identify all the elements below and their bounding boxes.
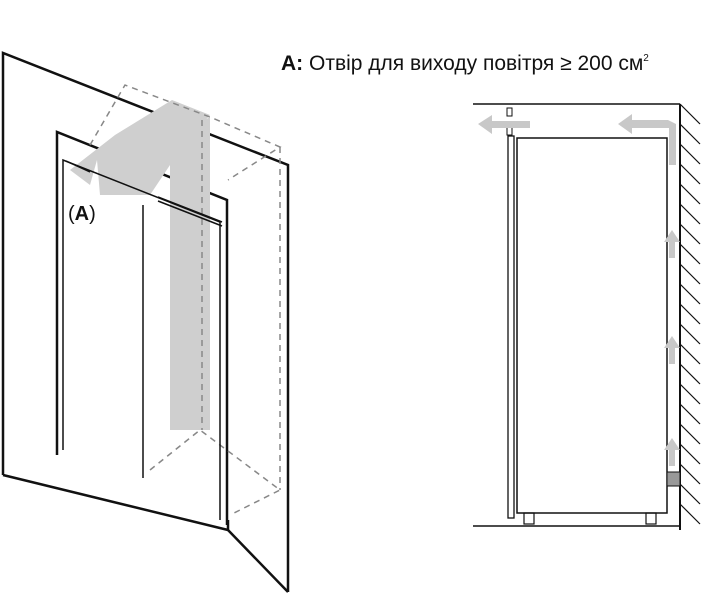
appliance-body [516,137,668,514]
airflow-left [70,100,210,430]
caption-title: A: Отвір для виходу повітря ≥ 200 см2 [281,52,649,76]
foot [523,512,535,525]
marker-close: ) [89,203,96,225]
appliance-front [62,158,223,520]
dashed-niche-outline [89,84,282,516]
side-view [473,103,701,530]
foot [645,512,657,525]
opening-marker: (A) [68,203,96,226]
marker-open: ( [68,203,75,225]
marker-letter: A [74,203,90,225]
caption-superscript: 2 [643,53,649,64]
airflow-arrows-right [478,114,680,466]
caption-label: A: [281,52,304,75]
wall-hatching [679,103,701,525]
appliance-door [507,135,515,519]
caption-text: Отвір для виходу повітря ≥ 200 см [309,52,644,75]
